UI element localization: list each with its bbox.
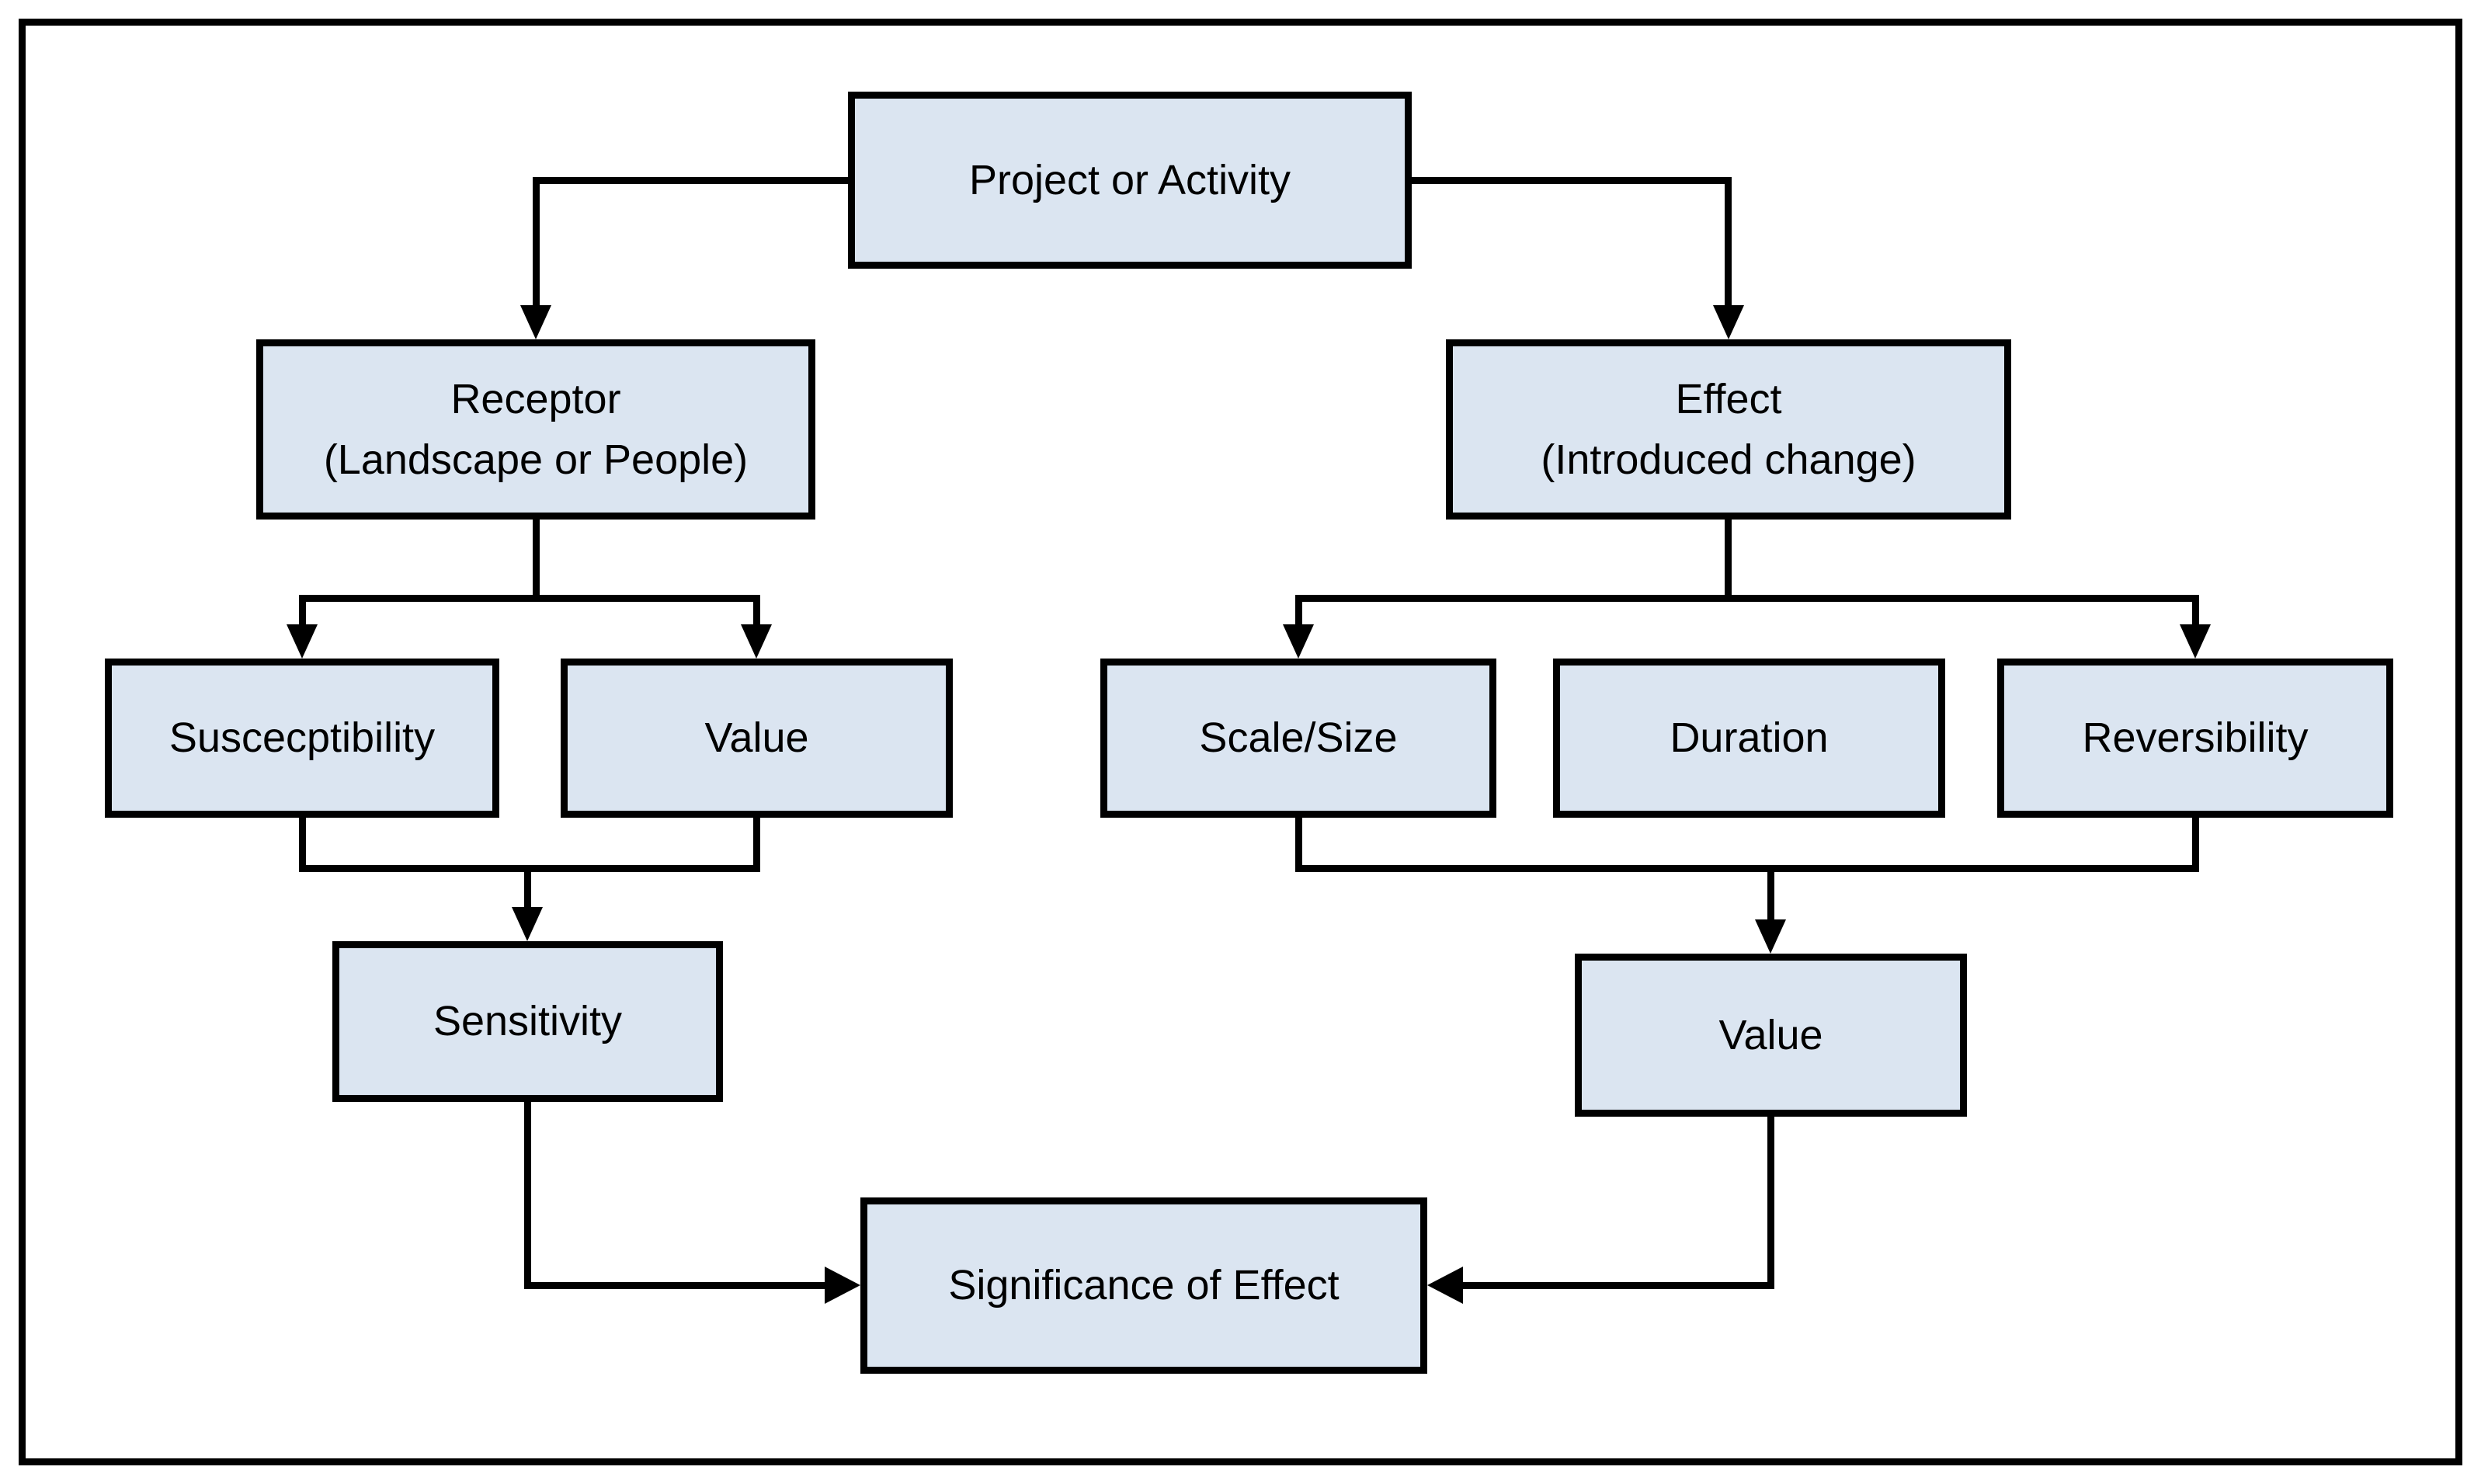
- edge-join-sensitivity-vline: [524, 872, 531, 909]
- node-label-line1: Effect: [1675, 375, 1782, 422]
- arrowhead-down-icon: [520, 305, 551, 339]
- edge-join-valueright-vline: [1767, 872, 1774, 921]
- node-value-right: Value: [1575, 954, 1967, 1117]
- node-sensitivity: Sensitivity: [332, 941, 723, 1102]
- arrowhead-down-icon: [512, 907, 543, 941]
- arrowhead-down-icon: [287, 624, 318, 659]
- node-effect: Effect (Introduced change): [1446, 339, 2011, 520]
- edge-valueleft-join-vline: [753, 818, 760, 872]
- node-label: Significance of Effect: [948, 1262, 1340, 1309]
- node-label: Value: [1718, 1011, 1823, 1058]
- node-label: Scale/Size: [1199, 714, 1398, 762]
- node-label: Value: [704, 714, 809, 762]
- edge-project-effect-hline: [1412, 177, 1732, 184]
- node-label: Duration: [1670, 714, 1829, 762]
- node-duration: Duration: [1553, 659, 1945, 818]
- node-value-left: Value: [561, 659, 953, 818]
- arrowhead-left-icon: [1427, 1267, 1463, 1304]
- arrowhead-down-icon: [2180, 624, 2211, 659]
- edge-effect-split-hline: [1295, 595, 2199, 602]
- node-receptor: Receptor (Landscape or People): [256, 339, 815, 520]
- node-label-line2: (Landscape or People): [323, 436, 749, 483]
- node-label: Suscecptibility: [169, 714, 436, 762]
- edge-effect-stem-vline: [1725, 520, 1732, 602]
- node-label: Reversibility: [2082, 714, 2309, 762]
- edge-valueright-significance-hline: [1463, 1282, 1774, 1289]
- arrowhead-down-icon: [1755, 919, 1786, 954]
- edge-join-sensitivity-hline: [299, 865, 760, 872]
- edge-susceptibility-join-vline: [299, 818, 306, 872]
- edge-receptor-stem-vline: [533, 520, 540, 602]
- node-label: Project or Activity: [968, 156, 1291, 203]
- edge-scale-join-vline: [1295, 818, 1302, 872]
- edge-valueright-significance-vline: [1767, 1117, 1774, 1289]
- edge-receptor-susceptibility-vline: [299, 595, 306, 627]
- edge-effect-scale-vline: [1295, 595, 1302, 627]
- edge-project-effect-vline: [1725, 177, 1732, 309]
- edge-receptor-split-hline: [299, 595, 760, 602]
- node-label-line2: (Introduced change): [1541, 436, 1916, 483]
- arrowhead-down-icon: [1283, 624, 1314, 659]
- edge-effect-reversibility-vline: [2192, 595, 2199, 627]
- node-project-or-activity: Project or Activity: [848, 92, 1412, 269]
- arrowhead-down-icon: [1713, 305, 1744, 339]
- edge-reversibility-join-vline: [2192, 818, 2199, 872]
- node-susceptibility: Suscecptibility: [105, 659, 499, 818]
- edge-project-receptor-vline: [533, 177, 540, 309]
- node-label-line1: Receptor: [450, 375, 621, 422]
- node-reversibility: Reversibility: [1997, 659, 2393, 818]
- node-label: Sensitivity: [433, 998, 623, 1045]
- node-significance-of-effect: Significance of Effect: [860, 1197, 1427, 1374]
- node-scale-size: Scale/Size: [1100, 659, 1496, 818]
- edge-join-valueright-hline: [1295, 865, 2199, 872]
- arrowhead-right-icon: [825, 1267, 860, 1304]
- edge-sensitivity-significance-vline: [524, 1102, 531, 1289]
- edge-sensitivity-significance-hline: [524, 1282, 826, 1289]
- arrowhead-down-icon: [741, 624, 772, 659]
- outer-frame: [19, 19, 2462, 1465]
- edge-receptor-value-vline: [753, 595, 760, 627]
- edge-project-receptor-hline: [533, 177, 848, 184]
